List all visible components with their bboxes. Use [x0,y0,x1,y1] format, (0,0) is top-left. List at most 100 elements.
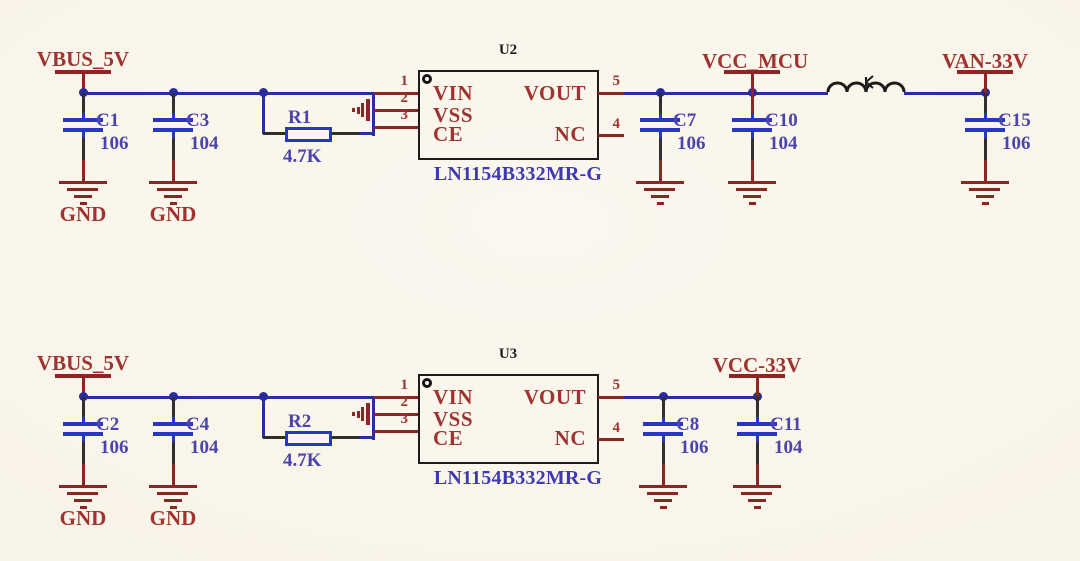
wire-segment [755,442,759,464]
cap-lead [171,436,175,442]
pin-stub [374,125,420,129]
wire-segment [332,131,361,135]
cap-ref: C3 [186,110,210,131]
wire-segment [171,442,175,464]
cap-plate [153,128,193,132]
cap-lead [750,113,754,119]
gnd-bar [741,492,772,495]
wire-segment [750,70,754,93]
wire-segment [171,138,175,160]
cap-plate [732,118,772,122]
gnd-bar [352,412,355,416]
wire-segment [171,397,175,417]
cap-value: 104 [190,437,219,458]
gnd-bar [654,499,672,502]
cap-lead [171,417,175,423]
wire-segment [171,464,175,485]
pin-name-vin: VIN [433,385,474,409]
wire-segment [81,138,85,160]
cap-lead [661,436,665,442]
pin-stub [598,395,624,399]
pin-number: 2 [400,394,409,410]
cap-lead [81,436,85,442]
gnd-bar [157,188,188,191]
pin-number: 2 [400,90,409,106]
ic-designator: U3 [498,346,518,362]
net-label-van-33v: VAN-33V [942,49,1028,73]
cap-lead [983,132,987,138]
cap-plate [153,432,193,436]
wire-segment [983,93,987,113]
gnd-bar [164,499,182,502]
cap-lead [171,113,175,119]
wire-vout-bottom [624,396,759,399]
gnd-bar [59,181,107,184]
cap-lead [661,417,665,423]
gnd-bar [659,506,667,509]
cap-plate [640,128,680,132]
junction-dot [258,88,268,97]
cap-lead [658,113,662,119]
junction-dot [655,88,665,97]
cap-value: 106 [680,437,709,458]
cap-plate [965,118,1005,122]
cap-ref: C11 [770,414,802,435]
wire-segment [658,160,662,181]
ic-body [418,70,599,160]
gnd-bar [969,188,1000,191]
cap-value: 106 [100,133,129,154]
gnd-bar [67,188,98,191]
wire-segment [81,442,85,464]
pin-number: 5 [612,377,621,393]
gnd-label: GND [59,202,107,226]
wire-segment [983,70,987,93]
cap-ref: C2 [96,414,120,435]
cap-plate [732,128,772,132]
wire-segment [171,160,175,181]
gnd-bar [656,202,664,205]
gnd-bar [644,188,675,191]
gnd-bar [356,106,360,114]
gnd-bar [366,403,370,425]
gnd-bar [733,485,781,488]
cap-value: 104 [190,133,219,154]
pin-stub [374,429,420,433]
wire-segment [263,435,286,439]
cap-plate [63,128,103,132]
pin-name-ce: CE [433,122,464,146]
ic-body [418,374,599,464]
pin-stub [374,108,420,112]
junction-dot [78,392,88,401]
gnd-bar [961,181,1009,184]
gnd-label: GND [149,506,197,530]
pin-name-nc: NC [554,122,586,146]
wire-segment [750,93,754,113]
gnd-bar [79,506,87,509]
cap-ref: C15 [998,110,1031,131]
cap-plate [640,118,680,122]
pin-name-nc: NC [554,426,586,450]
resistor-body [285,127,332,142]
cap-lead [171,132,175,138]
wire-segment [171,93,175,113]
wire-segment [661,442,665,464]
pin-name-ce: CE [433,426,464,450]
gnd-bar [149,181,197,184]
ic-designator: U2 [498,42,518,58]
cap-plate [153,118,193,122]
wire-segment [81,397,85,417]
gnd-label: GND [59,506,107,530]
resistor-body [285,431,332,446]
cap-ref: C10 [765,110,798,131]
pin-number: 1 [400,73,409,89]
junction-dot [258,392,268,401]
cap-value: 104 [774,437,803,458]
gnd-bar [636,181,684,184]
pin-number: 1 [400,377,409,393]
wire-segment [755,464,759,485]
pin-number: 3 [400,411,409,427]
gnd-bar [976,195,994,198]
pin-number: 4 [612,420,621,436]
cap-lead [755,417,759,423]
gnd-bar [647,492,678,495]
